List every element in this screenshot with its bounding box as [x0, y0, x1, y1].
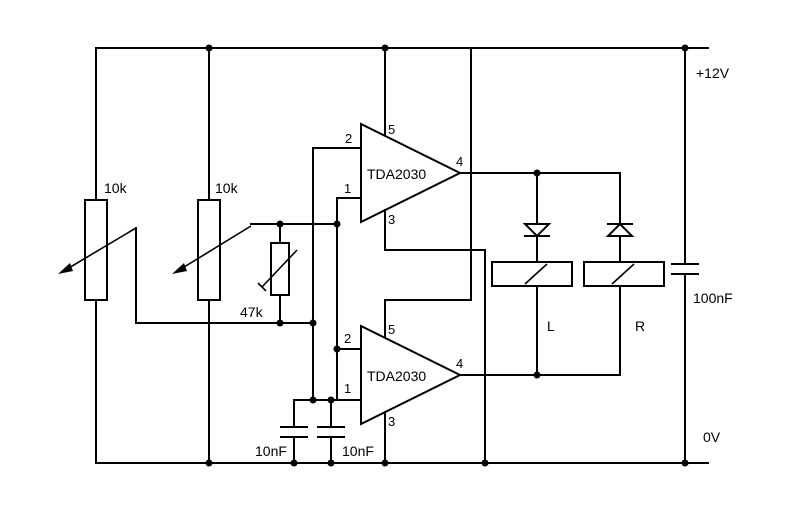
ground-label: 0V — [703, 429, 721, 445]
cap-2-value: 10nF — [342, 443, 374, 459]
amp-top-part: TDA2030 — [367, 166, 426, 182]
amp-bottom-part: TDA2030 — [367, 368, 426, 384]
amp-bottom-pin-vcc: 5 — [388, 322, 395, 337]
amplifier-top — [312, 47, 621, 401]
amp-top-pin-plus: 1 — [344, 181, 351, 196]
amp-bottom-pin-gnd: 3 — [388, 414, 395, 429]
trimmer-value: 47k — [240, 304, 264, 320]
cap-3-value: 100nF — [693, 290, 733, 306]
meter-right-label: R — [635, 318, 645, 334]
amp-top-pin-gnd: 3 — [388, 212, 395, 227]
pot-2-value: 10k — [215, 180, 239, 196]
pot-1-value: 10k — [104, 180, 128, 196]
amplifier-bottom — [336, 47, 621, 464]
amp-top-pin-out: 4 — [456, 154, 463, 169]
amp-top-pin-vcc: 5 — [388, 122, 395, 137]
meter-left-label: L — [547, 318, 555, 334]
amp-bottom-pin-minus: 2 — [344, 331, 351, 346]
potentiometer-1 — [58, 47, 137, 464]
junction-dots — [205, 44, 689, 467]
top-amp-ground-link — [470, 249, 486, 464]
amp-bottom-pin-out: 4 — [456, 356, 463, 371]
capacitor-3 — [671, 47, 699, 464]
meter-right — [583, 172, 665, 376]
amp-bottom-pin-plus: 1 — [344, 381, 351, 396]
potentiometer-2 — [172, 47, 252, 464]
capacitor-2 — [317, 399, 345, 464]
cap-1-value: 10nF — [255, 443, 287, 459]
supply-label: +12V — [696, 65, 730, 81]
trimmer-resistor — [250, 223, 338, 324]
meter-left — [491, 172, 573, 376]
capacitor-1 — [280, 399, 338, 464]
amp-top-pin-minus: 2 — [345, 131, 352, 146]
